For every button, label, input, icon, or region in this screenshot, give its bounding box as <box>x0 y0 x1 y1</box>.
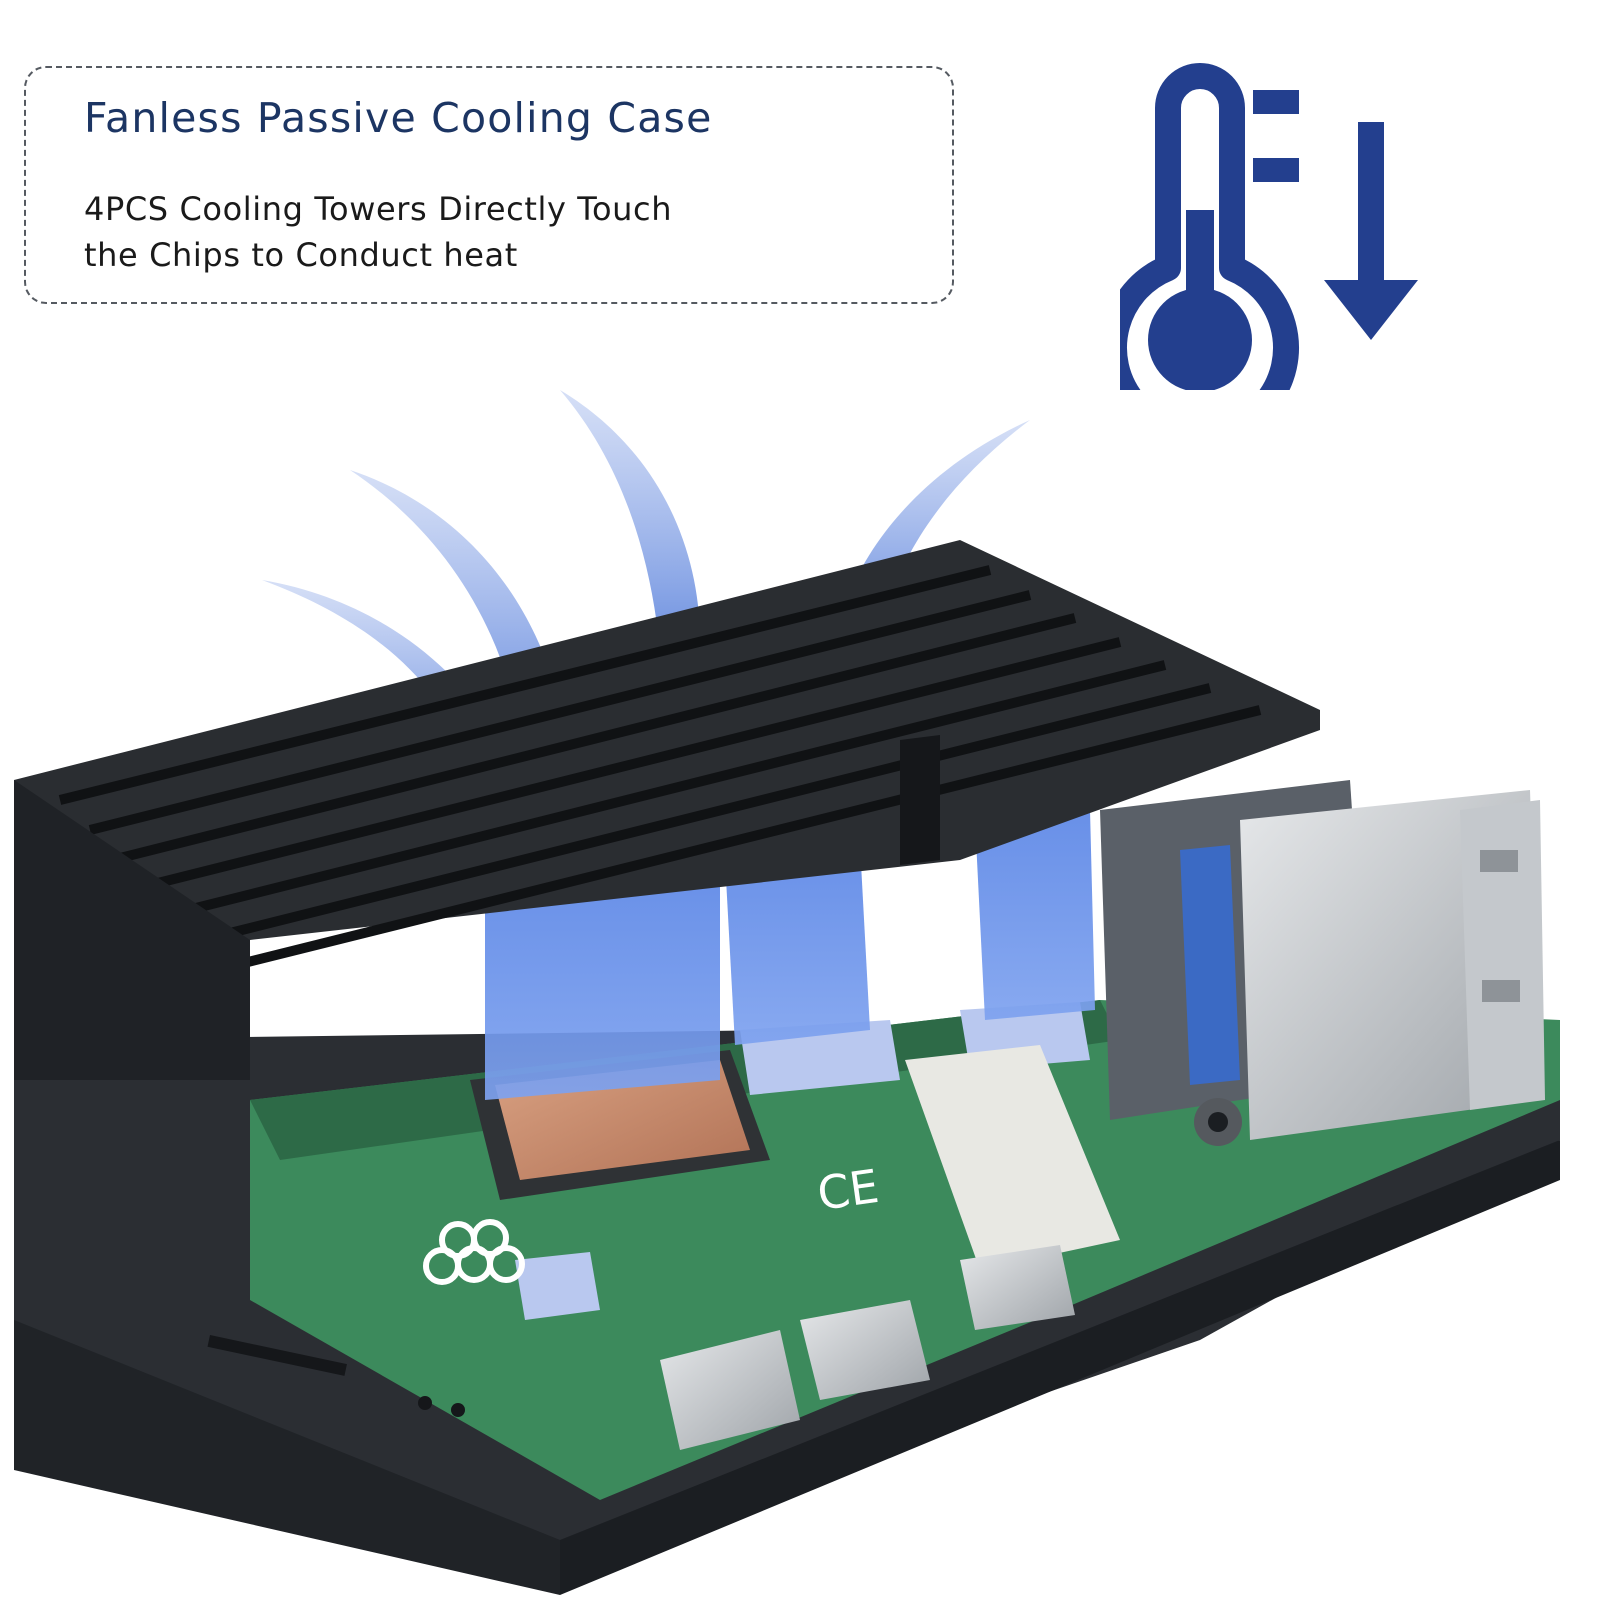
heatsink-fins <box>58 565 1262 969</box>
thermometer-fluid <box>1148 288 1252 390</box>
thermometer-tick-1 <box>1253 90 1299 114</box>
heat-wave-3 <box>560 390 700 650</box>
case-bottom-side <box>560 1140 1560 1595</box>
callout-line-1: 4PCS Cooling Towers Directly Touch <box>84 190 673 228</box>
usb-c-port <box>660 1330 800 1450</box>
audio-jack-hole <box>1208 1112 1228 1132</box>
feature-callout: Fanless Passive Cooling Case 4PCS Coolin… <box>24 66 954 304</box>
thermometer-temperature-down-icon <box>1120 63 1418 390</box>
thermal-pad-pmic <box>515 1252 600 1320</box>
cooling-tower-3 <box>975 810 1095 1020</box>
callout-title: Fanless Passive Cooling Case <box>84 94 713 142</box>
sd-card-slot <box>207 1335 347 1376</box>
lid-front-edge <box>14 780 250 1080</box>
thermometer-fluid-column <box>1186 210 1214 320</box>
micro-hdmi-port-1 <box>800 1300 930 1400</box>
ethernet-led-1 <box>1480 850 1518 872</box>
cooling-tower-2 <box>725 845 870 1045</box>
ce-mark: CE <box>814 1159 882 1221</box>
lid-gap <box>900 735 940 865</box>
raspberry-logo-icon <box>423 1219 525 1285</box>
micro-hdmi-port-2 <box>960 1245 1075 1330</box>
status-led-1 <box>418 1396 432 1410</box>
cooling-case-product-image: CE <box>14 390 1560 1595</box>
display-connector <box>905 1045 1120 1270</box>
usb-port-blue <box>1180 845 1240 1085</box>
cooling-tower-1 <box>485 870 720 1100</box>
thermometer-tick-2 <box>1253 158 1299 182</box>
callout-description: 4PCS Cooling Towers Directly Touch the C… <box>84 186 672 278</box>
case-bottom-front <box>14 1320 560 1595</box>
thermometer-shape <box>1120 63 1299 390</box>
down-arrow-shaft <box>1358 122 1384 292</box>
ethernet-port-face <box>1460 800 1545 1110</box>
ethernet-led-2 <box>1482 980 1520 1002</box>
down-arrow-head <box>1324 280 1418 340</box>
callout-line-2: the Chips to Conduct heat <box>84 236 518 274</box>
status-led-2 <box>451 1403 465 1417</box>
